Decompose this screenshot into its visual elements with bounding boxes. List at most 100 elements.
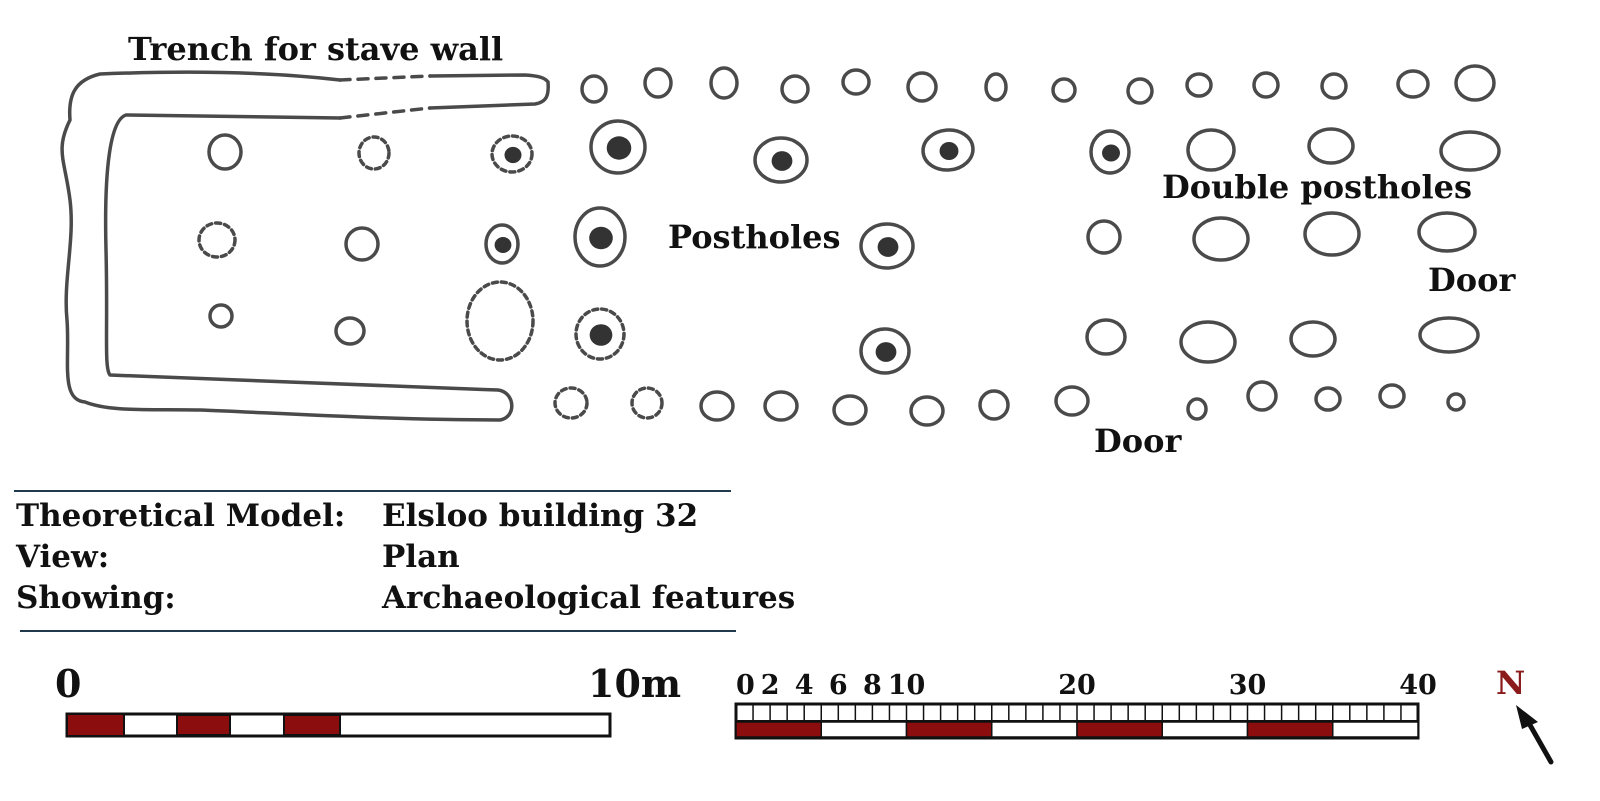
scale-large-tick-label: 6 [829,670,848,701]
posthole [1307,127,1355,165]
info-row-model: Theoretical Model: Elsloo building 32 [16,496,816,537]
scale-large-seg [1332,721,1419,738]
posthole [1089,129,1131,175]
posthole [1378,383,1406,409]
scale-large-seg [735,721,822,738]
scale-large-segments [735,721,1419,738]
posthole [859,222,915,270]
info-top-rule [14,490,731,492]
posthole-post-core [1102,144,1120,162]
scale-large-tick-label: 4 [795,670,814,701]
posthole [1126,77,1154,105]
posthole [1417,211,1477,253]
stave-wall-trench-dashed [338,74,432,120]
scale-large-ticks [736,704,1418,722]
posthole [921,128,975,172]
posthole [1252,71,1280,99]
posthole-post-core [504,146,522,164]
info-bottom-rule [20,630,736,632]
info-row-showing: Showing: Archaeological features [16,578,816,619]
scale-large-seg [820,721,908,738]
posthole [1439,130,1501,172]
info-value: Elsloo building 32 [382,498,699,534]
posthole [906,71,938,103]
posthole [978,389,1010,421]
scale-large-tick-label: 2 [761,670,780,701]
posthole-post-core [589,226,613,250]
posthole [699,390,735,422]
scale-small-start-label: 0 [55,661,81,706]
posthole-post-core [606,136,632,160]
info-value: Plan [382,539,460,575]
posthole [780,74,810,104]
north-arrow-head [1516,705,1538,729]
info-value: Archaeological features [382,580,796,616]
posthole [1314,386,1342,412]
scale-large-seg [991,721,1078,738]
info-key: Theoretical Model: [16,498,346,534]
label-postholes: Postholes [668,218,840,256]
posthole-dashed [197,221,237,259]
posthole [208,303,234,329]
posthole [1320,72,1348,100]
posthole [753,136,809,184]
posthole [207,133,243,171]
posthole [1186,397,1208,421]
posthole [1054,385,1090,417]
posthole-post-core [494,237,512,253]
posthole-dashed [490,134,534,174]
scale-small-end-label: 10m [588,661,681,706]
posthole [984,72,1008,102]
scale-large-tick-label: 0 [736,670,755,701]
scale-small-seg-1 [68,715,124,735]
posthole [580,74,608,104]
posthole-post-core [877,237,899,257]
posthole [841,68,871,96]
posthole-dashed [465,280,535,362]
posthole-dashed [630,386,664,420]
posthole [573,206,627,268]
north-label: N [1496,664,1525,702]
scale-bar-10m: 0 10m [55,661,681,738]
posthole [1192,216,1250,262]
scale-large-seg [905,721,993,738]
posthole-dashed [357,135,391,171]
stave-wall-trench [60,70,550,422]
scale-large-tick-label: 30 [1229,670,1267,701]
info-table: Theoretical Model: Elsloo building 32 Vi… [16,496,816,619]
info-row-view: View: Plan [16,537,816,578]
scale-small-seg-2 [176,714,231,736]
scale-large-seg [1076,721,1163,738]
posthole [643,67,673,99]
scale-large-tick-label: 8 [863,670,882,701]
posthole [1185,72,1213,98]
scale-large-tick-label: 40 [1399,670,1437,701]
posthole [589,119,647,175]
label-double-postholes: Double postholes [1162,168,1472,206]
posthole [1418,316,1480,354]
posthole [1303,211,1361,257]
label-door-south: Door [1094,422,1182,460]
posthole [859,327,911,375]
info-key: View: [16,539,110,575]
posthole-dashed [574,307,626,361]
posthole [1085,318,1127,356]
posthole-post-core [589,324,613,346]
posthole [1396,69,1430,99]
posthole-dashed [553,386,589,420]
scale-large-tick-label: 20 [1058,670,1096,701]
scale-large-seg [1161,721,1249,738]
posthole [1454,64,1496,102]
posthole [709,66,739,100]
label-door-east: Door [1428,261,1516,299]
scale-large-tick-label: 10 [888,670,926,701]
posthole-post-core [771,151,793,171]
posthole [1289,320,1337,358]
posthole [763,390,799,422]
posthole-post-core [875,342,897,362]
posthole [1051,77,1077,103]
scale-large-seg [1246,721,1334,738]
label-trench-stave-wall: Trench for stave wall [128,30,503,68]
